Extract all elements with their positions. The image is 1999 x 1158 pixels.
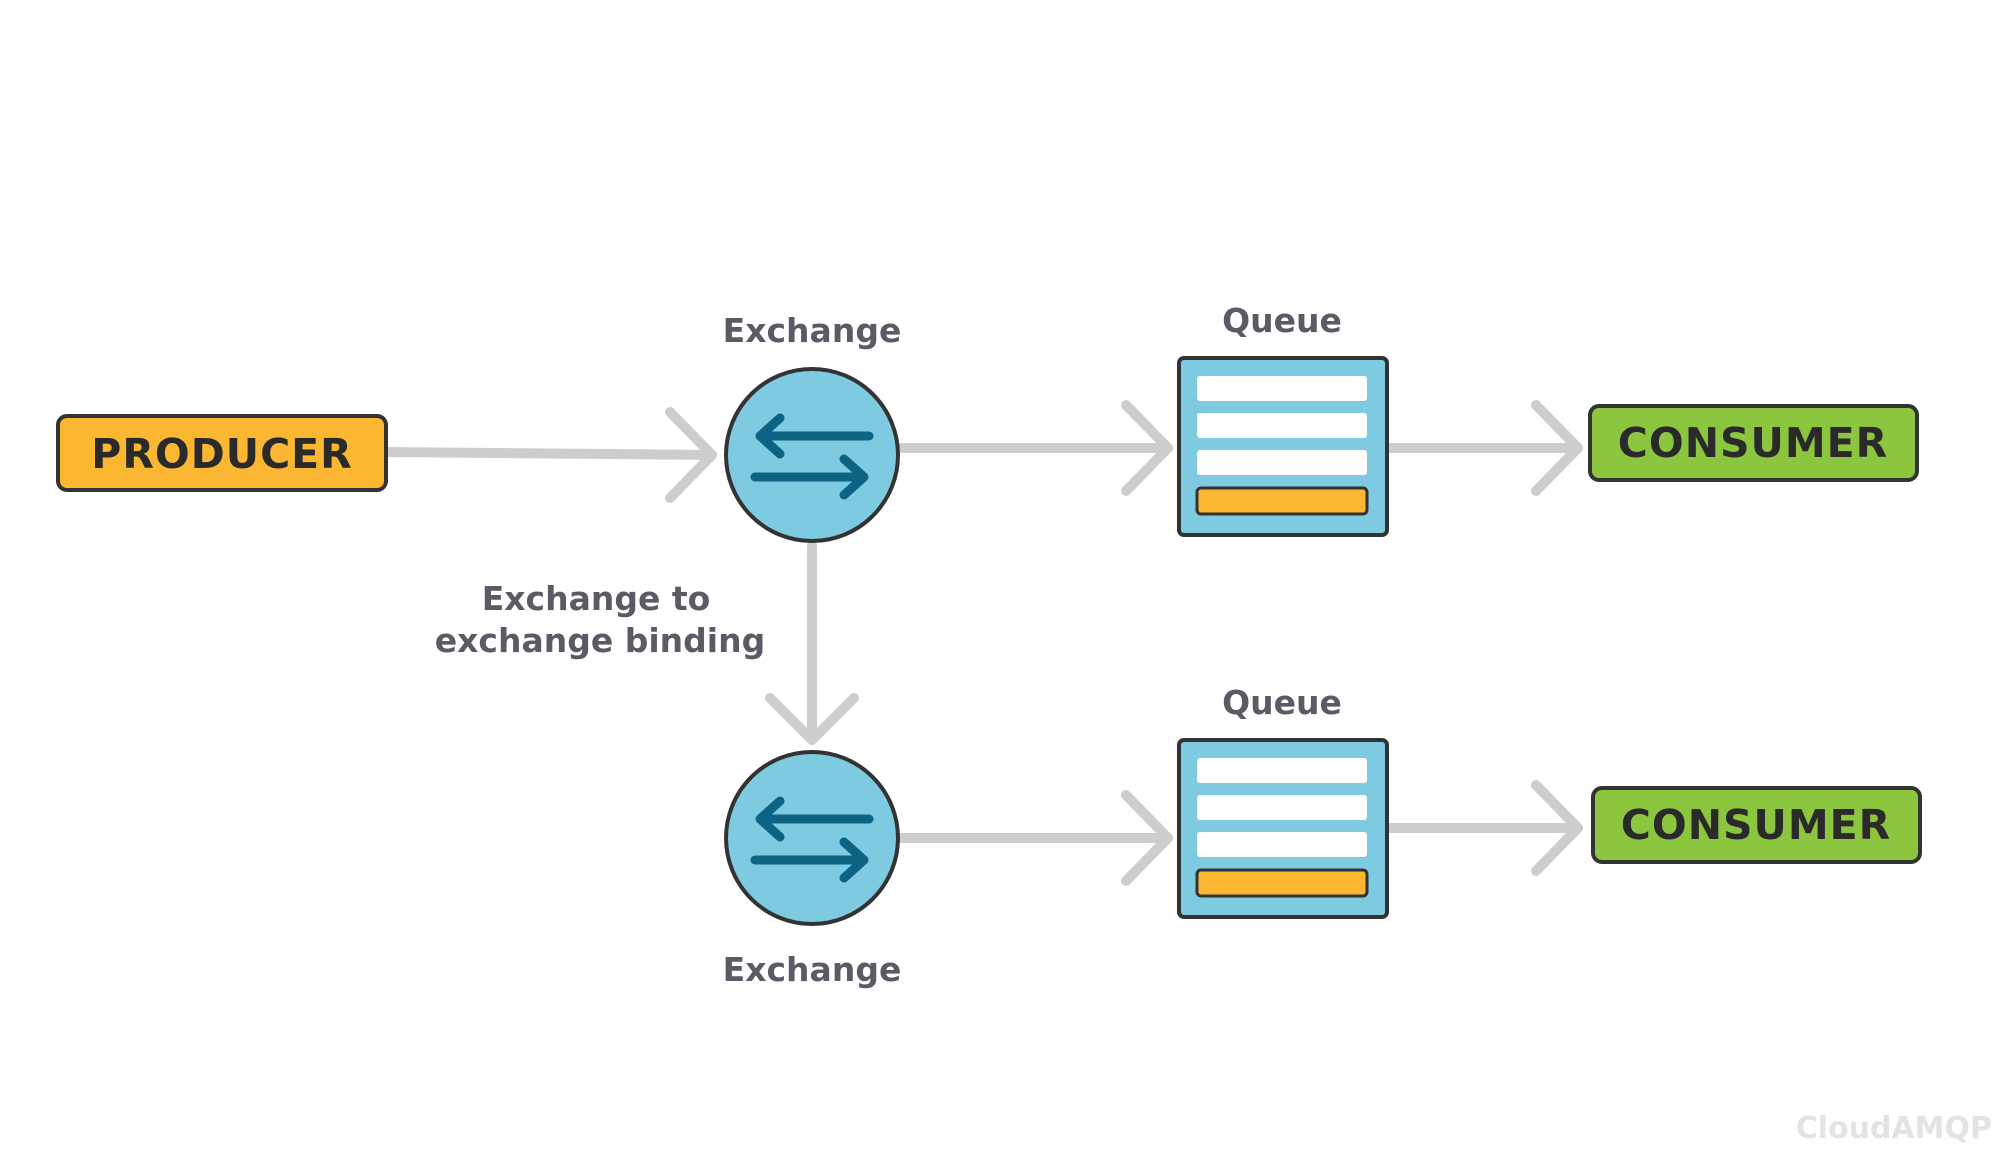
queue-slot	[1197, 413, 1367, 438]
consumer-box	[1591, 786, 1922, 864]
binding-label-line-1: Exchange to	[482, 579, 711, 618]
exchange-node-1: Exchange	[723, 311, 902, 543]
producer-node: PRODUCER	[56, 414, 388, 492]
queue-slot	[1197, 832, 1367, 857]
queue-slot	[1197, 758, 1367, 783]
exchange-node-2: Exchange	[723, 750, 902, 989]
consumer-node-1: CONSUMER	[1588, 404, 1919, 482]
exchange-arrows-icon	[750, 796, 874, 883]
connector-queue-2-to-consumer-2	[1383, 780, 1583, 876]
arrowhead-icon	[765, 693, 859, 745]
producer-label: PRODUCER	[91, 430, 352, 478]
queue-message	[1195, 486, 1369, 516]
connector-exchange-binding	[765, 540, 859, 745]
watermark-logo: CloudAMQP	[1796, 1111, 1992, 1146]
arrowhead-icon	[665, 407, 717, 503]
queue-caption: Queue	[1222, 301, 1342, 340]
queue-slot	[1197, 795, 1367, 820]
connector-exchange-2-to-queue-2	[893, 790, 1173, 886]
binding-label: Exchange to exchange binding	[435, 579, 765, 660]
arrowhead-icon	[1121, 790, 1173, 886]
exchange-caption: Exchange	[723, 311, 902, 350]
consumer-label: CONSUMER	[1618, 419, 1888, 467]
exchange-circle	[724, 367, 900, 543]
binding-label-line-2: exchange binding	[435, 621, 765, 660]
exchange-arrows-icon	[750, 413, 874, 500]
arrowhead-icon	[1531, 400, 1583, 496]
consumer-label: CONSUMER	[1621, 801, 1891, 849]
consumer-box	[1588, 404, 1919, 482]
arrowhead-icon	[1121, 400, 1173, 496]
exchange-circle	[724, 750, 900, 926]
exchange-caption: Exchange	[723, 950, 902, 989]
queue-message	[1195, 868, 1369, 898]
queue-node-1: Queue	[1177, 301, 1389, 537]
queue-slot	[1197, 376, 1367, 401]
producer-box	[56, 414, 388, 492]
connector-queue-1-to-consumer-1	[1383, 400, 1583, 496]
connector-producer-to-exchange	[379, 407, 717, 503]
arrowhead-icon	[1531, 780, 1583, 876]
queue-node-2: Queue	[1177, 683, 1389, 919]
consumer-node-2: CONSUMER	[1591, 786, 1922, 864]
queue-slot	[1197, 450, 1367, 475]
connector-exchange-to-queue-1	[893, 400, 1173, 496]
queue-caption: Queue	[1222, 683, 1342, 722]
